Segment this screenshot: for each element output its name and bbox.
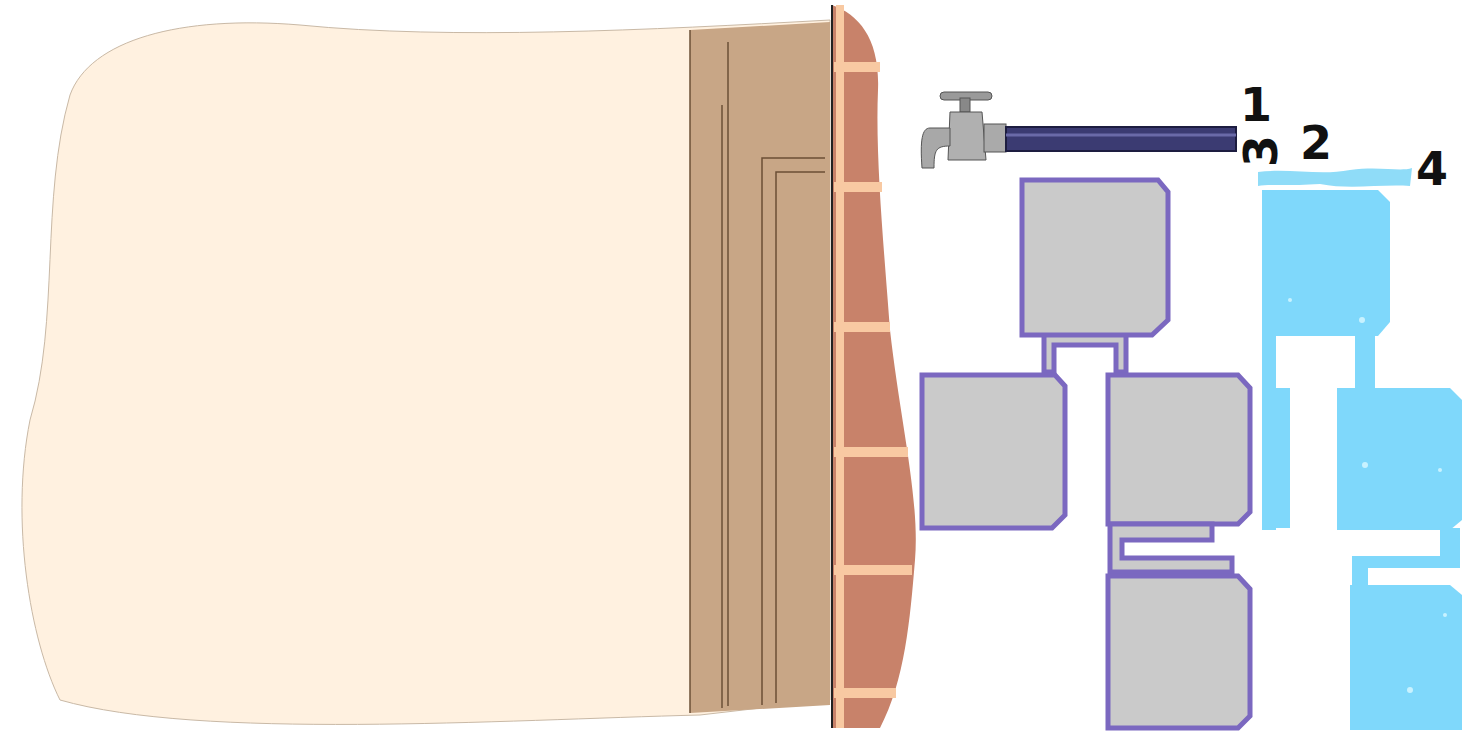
brick-mortar [834, 5, 912, 728]
door-lines [690, 30, 825, 713]
callout-number: 3 [1238, 135, 1284, 167]
callout-number: 1 [1240, 82, 1272, 128]
brick-wall [832, 5, 916, 728]
callout-number: 2 [1300, 120, 1332, 166]
door-frame [690, 22, 830, 713]
water-bubbles [1288, 298, 1447, 693]
hose [1006, 127, 1236, 151]
wall-section [22, 20, 830, 724]
water-shapes [1262, 190, 1462, 730]
water-stream [1258, 168, 1412, 187]
tap [921, 92, 1006, 168]
block-shapes [922, 180, 1250, 728]
callout-number: 4 [1416, 146, 1448, 192]
